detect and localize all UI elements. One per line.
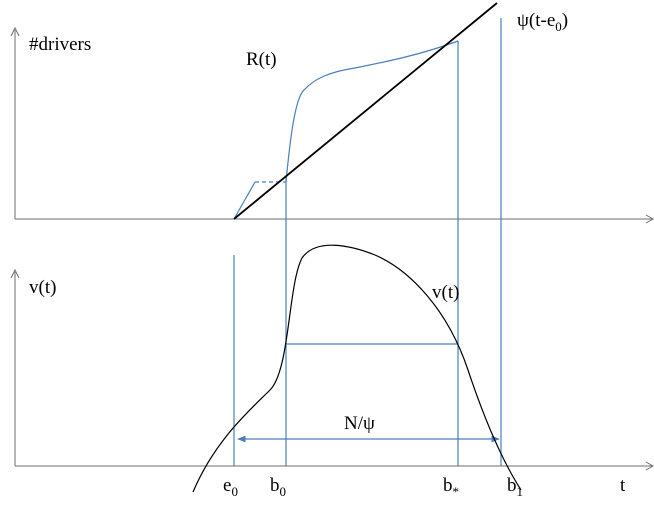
- tick-bstar: b*: [443, 475, 459, 499]
- psi-line-label: ψ(t-e0): [517, 10, 568, 34]
- bottom-x-arrow: [645, 461, 654, 471]
- r-curve-label: R(t): [246, 49, 277, 70]
- t-axis-label: t: [620, 475, 626, 496]
- r-curve-initial: [233, 181, 256, 220]
- bottom-y-label: v(t): [29, 277, 56, 298]
- top-y-arrow: [10, 26, 20, 37]
- top-y-label: #drivers: [29, 34, 91, 55]
- r-curve: [233, 40, 459, 220]
- top-axes: [10, 26, 654, 224]
- n-psi-label: N/ψ: [344, 413, 375, 434]
- top-x-arrow: [645, 214, 654, 224]
- bottom-y-arrow: [10, 268, 20, 279]
- tick-e0: e0: [223, 475, 238, 499]
- psi-line: [233, 2, 498, 220]
- v-curve-label: v(t): [432, 282, 459, 303]
- bottom-axes: [10, 268, 654, 471]
- v-curve: [192, 244, 522, 493]
- guide-lines: [233, 18, 502, 466]
- tick-b0: b0: [270, 475, 286, 499]
- r-curve-main: [285, 40, 459, 183]
- tick-b1: b1: [507, 475, 523, 499]
